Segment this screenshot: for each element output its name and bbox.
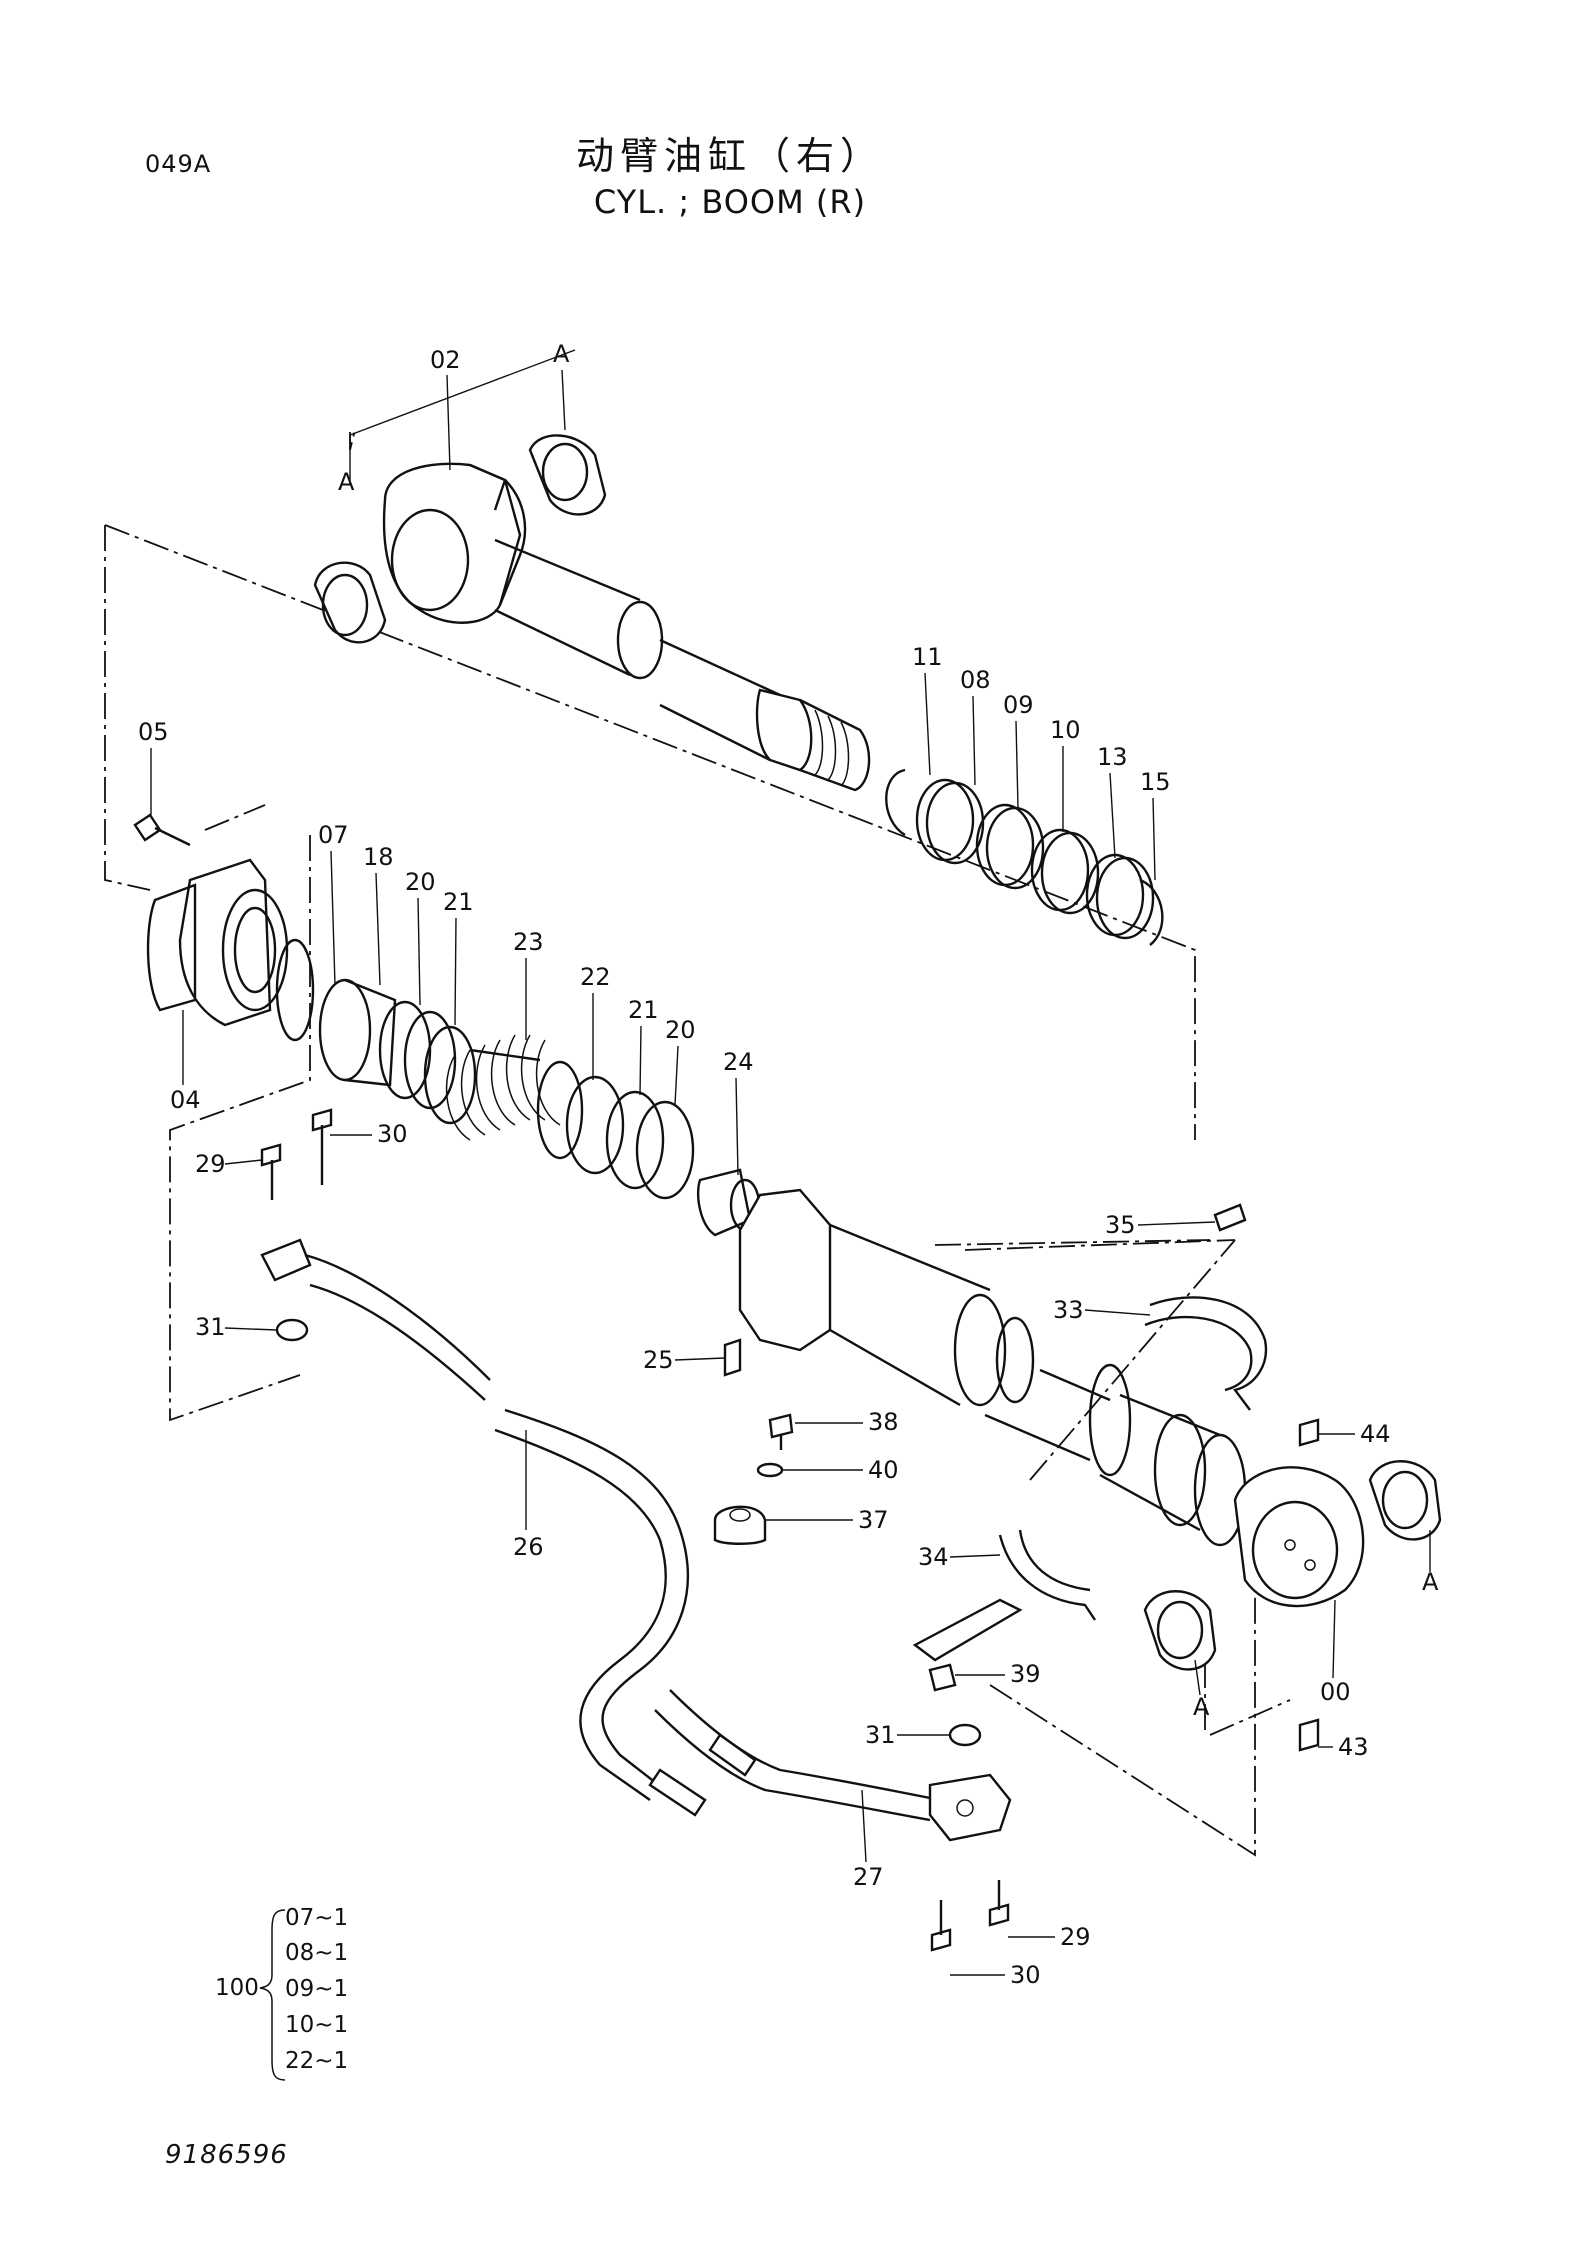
callout-10: 10	[1050, 716, 1081, 744]
callout-A-bottom: A	[1193, 1693, 1210, 1721]
callout-44: 44	[1360, 1420, 1391, 1448]
callout-33: 33	[1053, 1296, 1084, 1324]
callout-30a: 30	[377, 1120, 408, 1148]
callout-27: 27	[853, 1863, 884, 1891]
rod-bushing-right	[528, 434, 607, 516]
callout-38: 38	[868, 1408, 899, 1436]
callout-22: 22	[580, 963, 611, 991]
callout-09: 09	[1003, 691, 1034, 719]
callout-18: 18	[363, 843, 394, 871]
cylinder-end-eye	[1233, 1466, 1365, 1608]
callout-26: 26	[513, 1533, 544, 1561]
kit-item-4: 10~1	[285, 2012, 348, 2038]
kit-number: 100	[215, 1975, 259, 2001]
piston-nut	[696, 1168, 761, 1237]
callout-21a: 21	[443, 888, 474, 916]
hose-26	[260, 1238, 707, 1817]
callout-25: 25	[643, 1346, 674, 1374]
callout-37: 37	[858, 1506, 889, 1534]
kit-item-1: 07~1	[285, 1905, 348, 1931]
callout-A-left: A	[338, 468, 355, 496]
head-bolt	[133, 813, 191, 847]
kit-item-3: 09~1	[285, 1976, 348, 2002]
kit-item-5: 22~1	[285, 2048, 348, 2074]
callout-21b: 21	[628, 996, 659, 1024]
callout-34: 34	[918, 1543, 949, 1571]
callout-35: 35	[1105, 1211, 1136, 1239]
hose-clamp-bolts	[260, 1108, 1010, 1952]
document-number: 9186596	[165, 2140, 288, 2170]
page-code: 049A	[145, 150, 212, 178]
callout-02: 02	[430, 346, 461, 374]
callout-11: 11	[912, 643, 943, 671]
callout-08: 08	[960, 666, 991, 694]
callout-23: 23	[513, 928, 544, 956]
callout-39: 39	[1010, 1660, 1041, 1688]
page-title-chinese: 动臂油缸（右）	[575, 134, 884, 178]
callout-20b: 20	[665, 1016, 696, 1044]
callout-07: 07	[318, 821, 349, 849]
cylinder-bushing-right	[1368, 1460, 1442, 1541]
callout-30b: 30	[1010, 1961, 1041, 1989]
page-title-english: CYL. ; BOOM (R)	[593, 183, 867, 221]
cylinder-bushing-bottom	[1143, 1590, 1217, 1671]
callout-A-top: A	[553, 340, 570, 368]
callout-31a: 31	[195, 1313, 226, 1341]
kit-item-2: 08~1	[285, 1940, 348, 1966]
callout-24: 24	[723, 1048, 754, 1076]
band-34	[912, 1529, 1096, 1662]
callout-04: 04	[170, 1086, 201, 1114]
pipe-clamp-37	[713, 1505, 767, 1545]
piston-rod	[349, 349, 871, 792]
callout-29b: 29	[1060, 1923, 1091, 1951]
gland-and-seals	[318, 978, 695, 1200]
assembly-dash-lines	[104, 429, 1291, 1857]
band-33	[1144, 1296, 1268, 1411]
callout-labels: 02 A A 11 08 09 10 13 15 05 07 18 20 21 …	[138, 340, 1439, 1989]
callout-29a: 29	[195, 1150, 226, 1178]
cylinder-head	[146, 858, 315, 1042]
hose-27	[654, 1689, 1012, 1842]
callout-A-right: A	[1422, 1568, 1439, 1596]
callout-20a: 20	[405, 868, 436, 896]
callout-15: 15	[1140, 768, 1171, 796]
callout-13: 13	[1097, 743, 1128, 771]
callout-31b: 31	[865, 1721, 896, 1749]
rod-bushing-left	[313, 561, 387, 644]
piston-seal-rings	[885, 768, 1164, 946]
callout-00: 00	[1320, 1678, 1351, 1706]
callout-05: 05	[138, 718, 169, 746]
kit-group: 100 07~1 08~1 09~1 10~1 22~1	[215, 1905, 348, 2081]
small-fittings	[275, 1203, 1320, 1752]
callout-40: 40	[868, 1456, 899, 1484]
callout-43: 43	[1338, 1733, 1369, 1761]
